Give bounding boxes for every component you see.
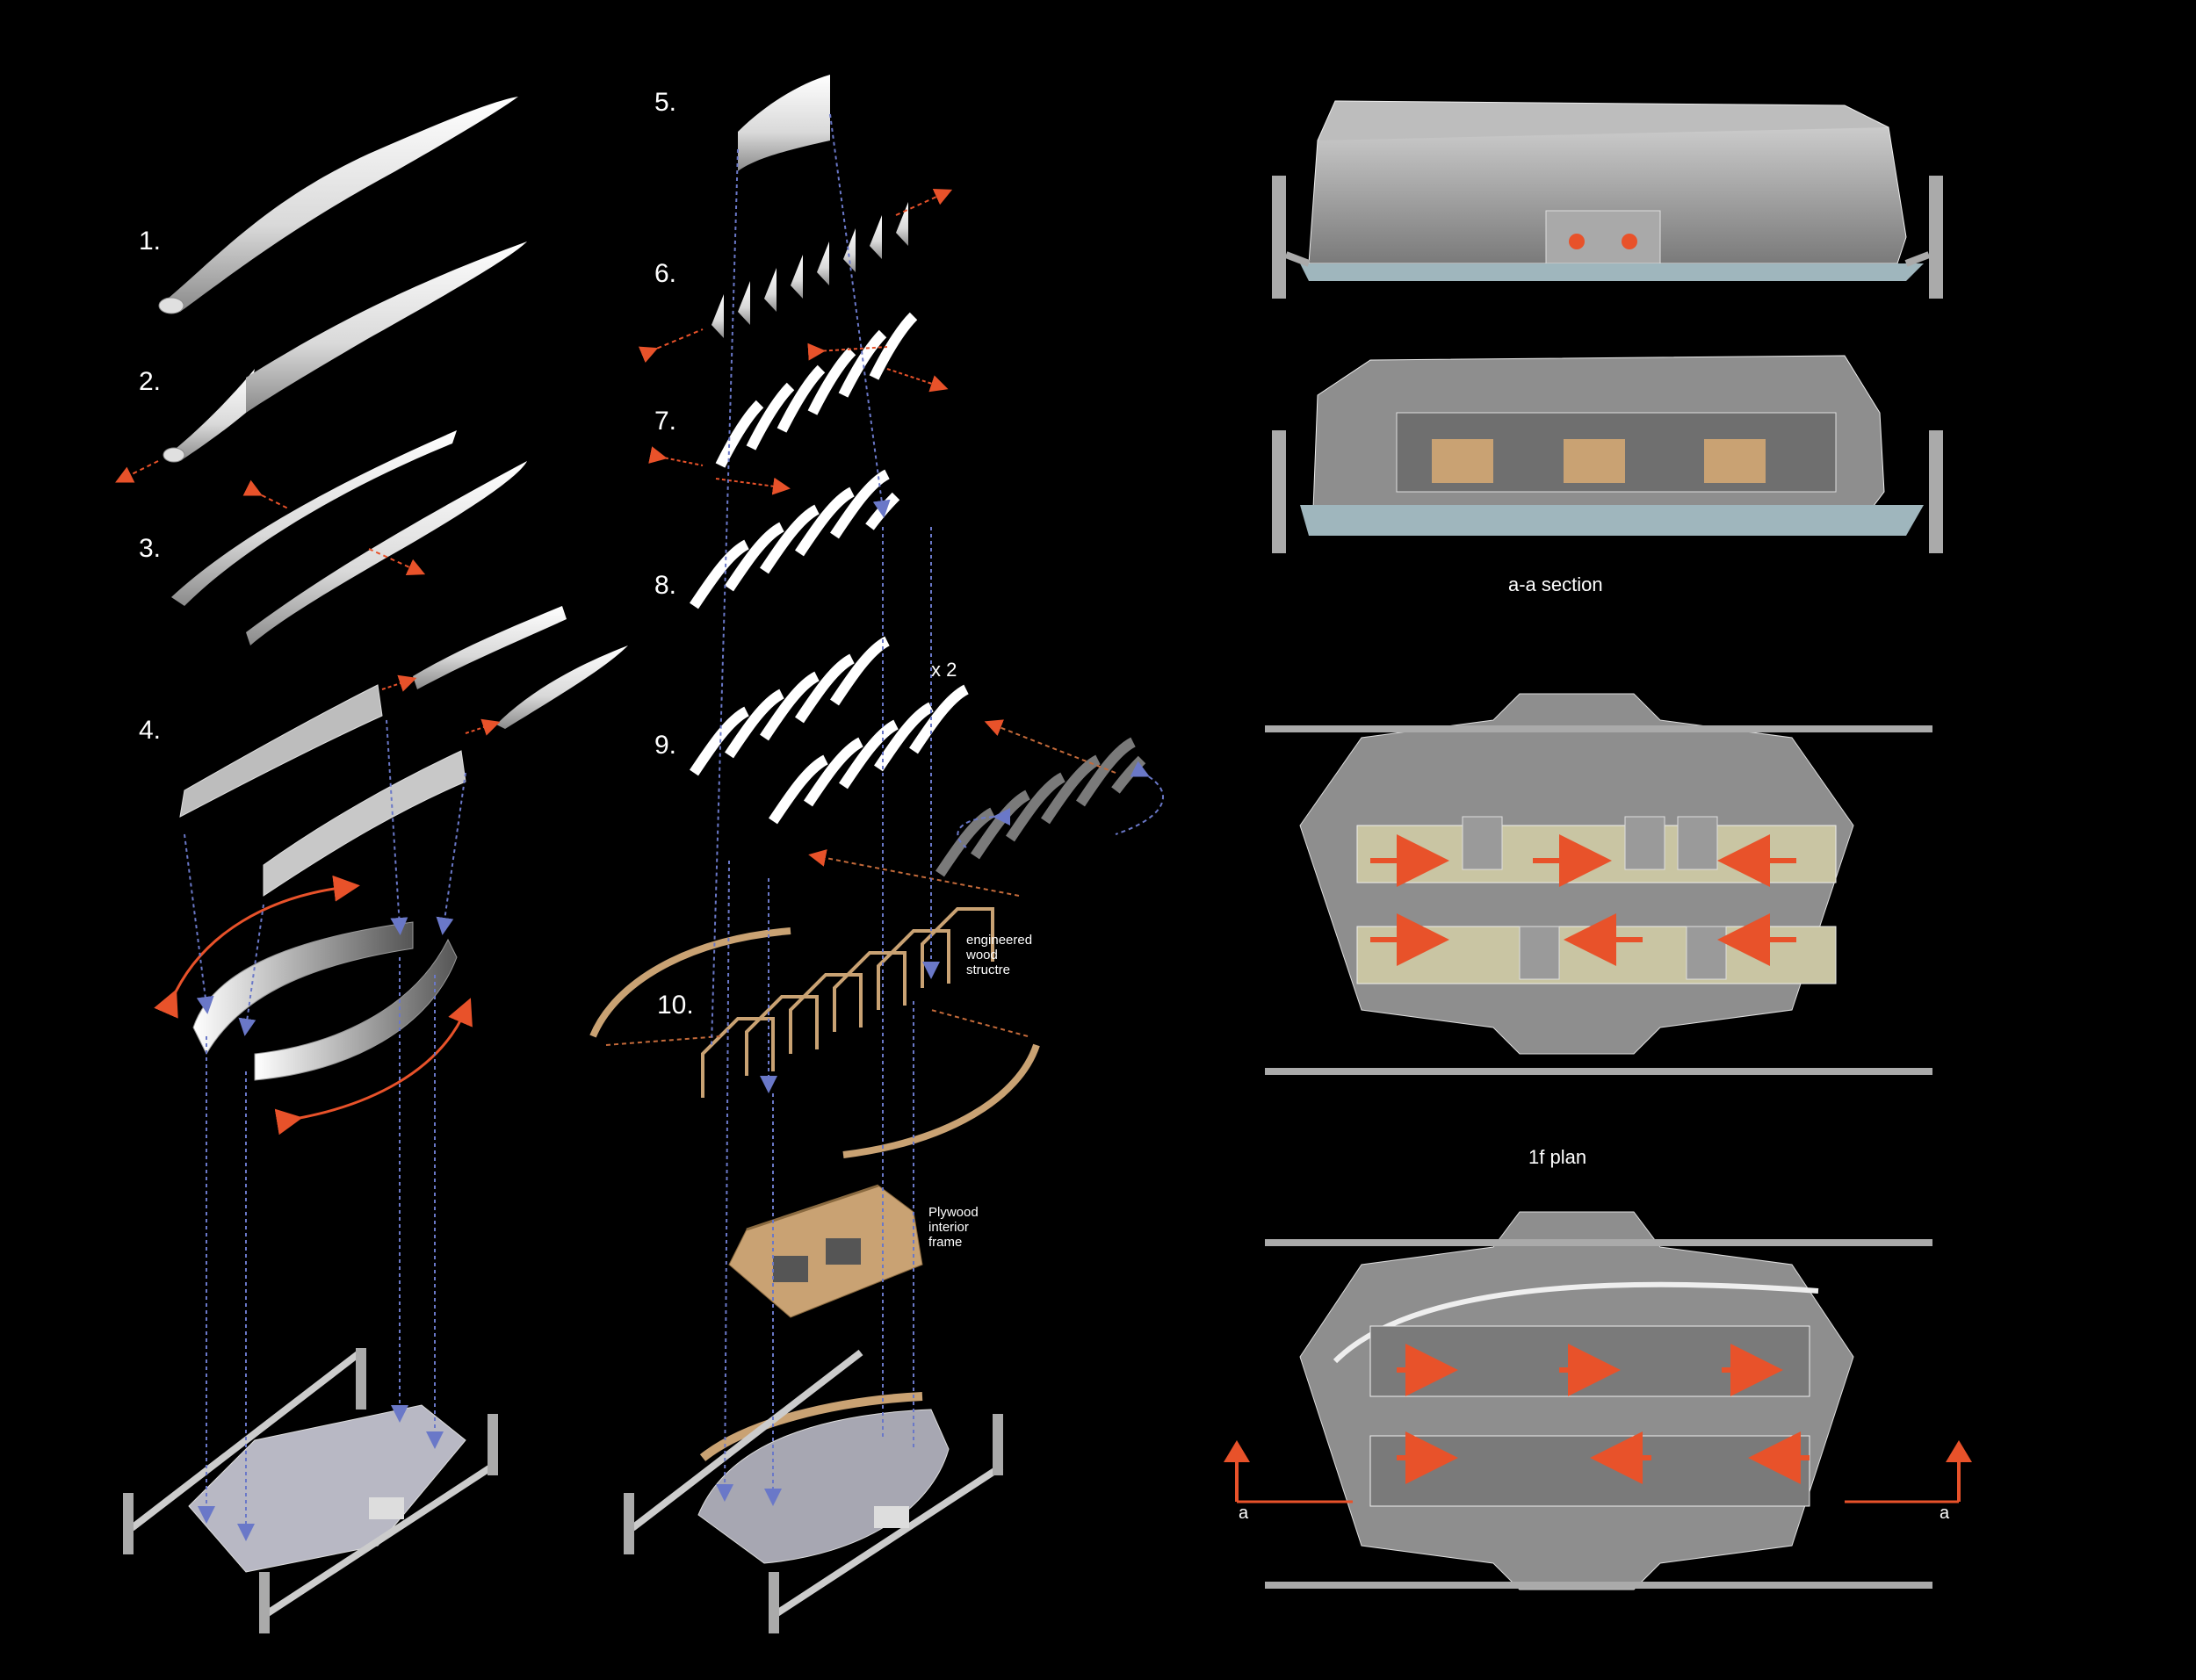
shell-step-7 (715, 312, 918, 468)
multiplier-label: x 2 (931, 659, 957, 681)
blade-step-1 (158, 97, 518, 314)
plywood-frame-note: Plywood interior frame (928, 1205, 979, 1250)
blue-leaders-left (184, 719, 466, 1541)
shell-step-6 (638, 189, 953, 364)
plan-caption: 1f plan (1528, 1146, 1587, 1168)
blade-step-3 (171, 430, 527, 645)
step-label-1: 1. (139, 227, 162, 256)
step-label-7: 7. (654, 407, 677, 436)
section-drawing (1272, 355, 1943, 553)
section-caption: a-a section (1508, 573, 1603, 595)
elevation-drawing (1272, 100, 1943, 299)
blade-step-2 (115, 242, 527, 483)
blue-leaders-center (711, 113, 940, 1506)
shell-step-7-arrows (648, 342, 949, 495)
section-cut-markers (1224, 1440, 1972, 1503)
section-mark-left: a (1239, 1503, 1249, 1523)
shell-step-9-arrows (808, 719, 1164, 897)
step-label-3: 3. (139, 534, 162, 563)
curved-blade-segments (154, 875, 473, 1136)
shell-step-5 (738, 75, 830, 171)
shell-step-8 (690, 469, 900, 609)
section-mark-right: a (1940, 1503, 1950, 1523)
step-label-5: 5. (654, 88, 677, 117)
step-label-10: 10. (657, 991, 694, 1020)
first-floor-plan (1265, 693, 1932, 1075)
second-floor-plan (1265, 1211, 1932, 1590)
shell-step-9-copy (935, 737, 1146, 877)
step-label-9: 9. (654, 731, 677, 760)
base-platform-center (624, 1349, 1004, 1633)
engineered-wood-note: engineered wood structre (966, 933, 1033, 977)
shell-step-9 (690, 636, 970, 825)
step-label-8: 8. (654, 571, 677, 600)
wood-structure-step-10 (589, 907, 1040, 1158)
base-platform-left (123, 1348, 498, 1633)
plywood-interior-frame (728, 1184, 923, 1318)
step-label-2: 2. (139, 367, 162, 396)
step-label-6: 6. (654, 259, 677, 288)
step-label-4: 4. (139, 716, 162, 745)
blade-step-4 (179, 606, 628, 897)
